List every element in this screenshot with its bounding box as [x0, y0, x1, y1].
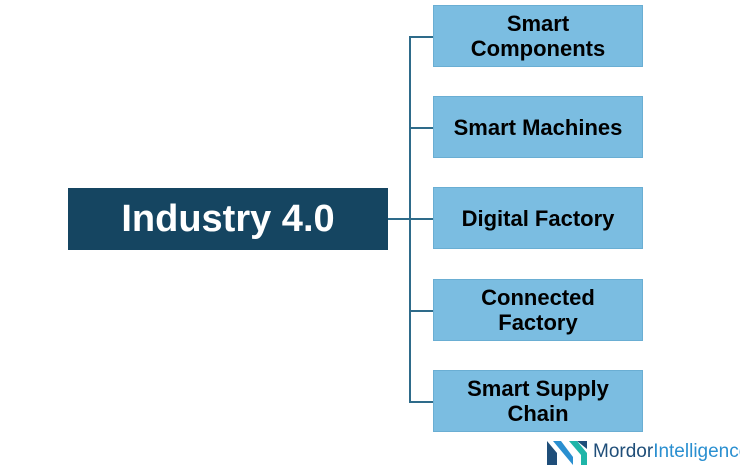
root-node-industry-4-0: Industry 4.0 — [68, 188, 388, 250]
child-node-label: Smart Components — [470, 11, 606, 61]
branch-connector-3 — [409, 218, 433, 220]
logo-wordmark: MordorIntelligence — [593, 441, 740, 463]
child-node-label: Smart Machines — [453, 114, 623, 140]
child-node-smart-machines: Smart Machines — [433, 96, 643, 158]
branch-connector-2 — [409, 127, 433, 129]
mordor-intelligence-logo: MordorIntelligence — [547, 437, 740, 467]
child-node-label: Smart Supply Chain — [467, 376, 609, 426]
child-node-connected-factory: Connected Factory — [433, 279, 643, 341]
logo-word-intelligence: Intelligence — [653, 441, 740, 462]
branch-connector-1 — [409, 36, 433, 38]
logo-word-mordor: Mordor — [593, 441, 654, 462]
mordor-intelligence-logo-icon — [547, 441, 587, 465]
root-connector-horizontal — [388, 218, 411, 220]
root-node-label: Industry 4.0 — [121, 197, 335, 240]
child-node-label: Connected Factory — [481, 285, 595, 335]
branch-connector-4 — [409, 310, 433, 312]
child-node-smart-supply-chain: Smart Supply Chain — [433, 370, 643, 432]
child-node-label: Digital Factory — [461, 205, 615, 231]
child-node-smart-components: Smart Components — [433, 5, 643, 67]
branch-connector-5 — [409, 401, 433, 403]
child-node-digital-factory: Digital Factory — [433, 187, 643, 249]
